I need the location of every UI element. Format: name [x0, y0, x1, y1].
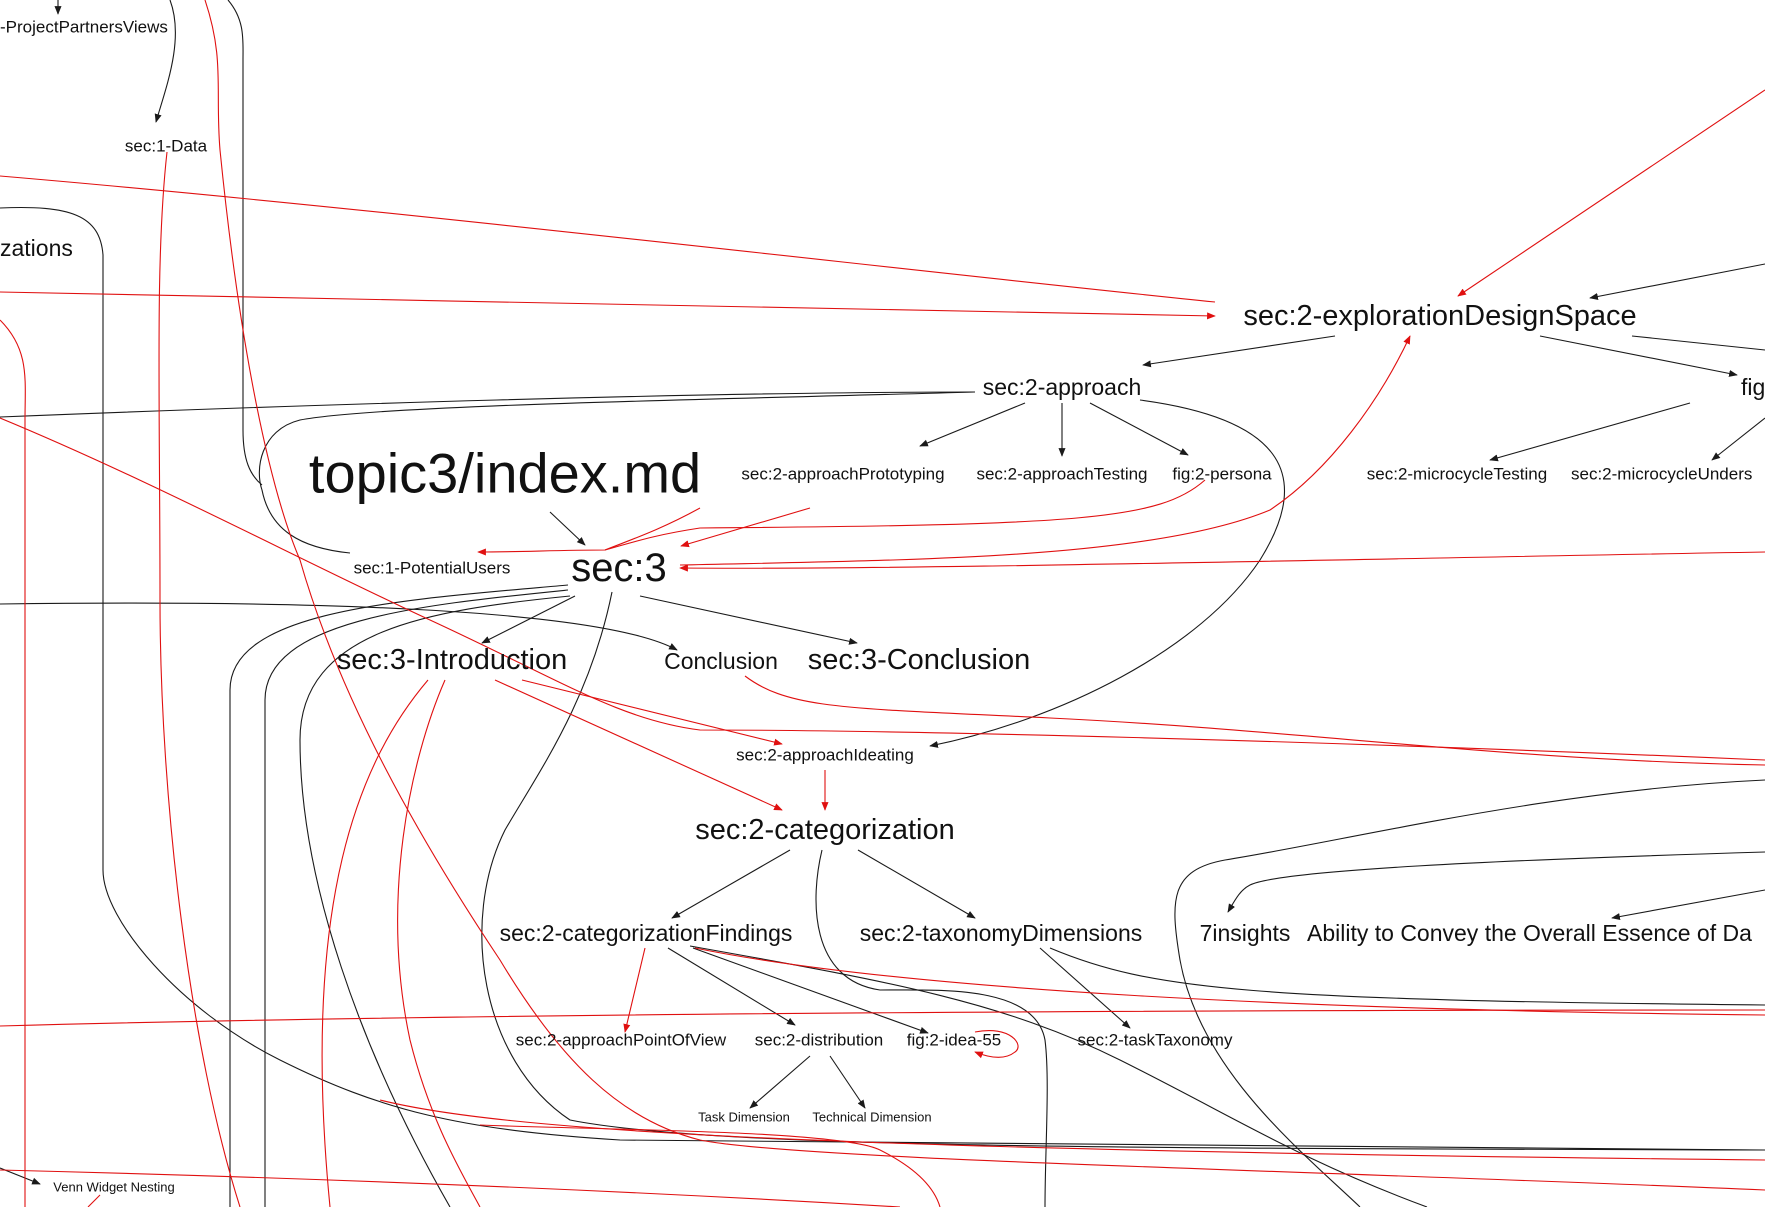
edge	[264, 589, 569, 1207]
node-labels: -ProjectPartnersViews sec:1-Data zations…	[0, 18, 1765, 1195]
node-essence[interactable]: Ability to Convey the Overall Essence of…	[1307, 920, 1752, 946]
node-conclusion[interactable]: Conclusion	[664, 648, 778, 674]
edge	[1457, 89, 1765, 297]
node-sec2-exploration-design-space[interactable]: sec:2-explorationDesignSpace	[1243, 300, 1636, 332]
node-sec3-introduction[interactable]: sec:3-Introduction	[337, 644, 568, 676]
edge	[857, 849, 976, 919]
edge	[549, 511, 586, 546]
node-fig2-idea-55[interactable]: fig:2-idea-55	[907, 1031, 1002, 1050]
edge	[1049, 947, 1765, 1006]
edge	[1711, 417, 1765, 461]
edge	[679, 335, 1411, 566]
edge	[1539, 335, 1738, 377]
node-zations[interactable]: zations	[0, 235, 73, 261]
edge	[671, 849, 791, 919]
edge	[744, 675, 1765, 766]
edge	[477, 507, 701, 556]
edge	[227, 0, 263, 486]
node-sec2-taxonomy-dimensions[interactable]: sec:2-taxonomyDimensions	[860, 920, 1143, 946]
node-venn-widget-nesting[interactable]: Venn Widget Nesting	[53, 1180, 174, 1195]
node-sec2-microcycle-testing[interactable]: sec:2-microcycleTesting	[1367, 465, 1547, 484]
edge	[1089, 402, 1189, 456]
node-fig2-persona[interactable]: fig:2-persona	[1172, 465, 1272, 484]
edge	[321, 679, 429, 1207]
node-sec2-microcycle-unders[interactable]: sec:2-microcycleUnders	[1571, 465, 1752, 484]
node-sec2-approach-point-of-view[interactable]: sec:2-approachPointOfView	[516, 1031, 727, 1050]
edge	[1589, 263, 1765, 300]
edge	[0, 1009, 1765, 1027]
node-sec2-approach[interactable]: sec:2-approach	[983, 374, 1142, 400]
edge	[929, 399, 1285, 748]
edge	[0, 417, 1765, 761]
node-sec2-task-taxonomy[interactable]: sec:2-taskTaxonomy	[1078, 1031, 1233, 1050]
node-sec2-approach-prototyping[interactable]: sec:2-approachPrototyping	[741, 465, 944, 484]
edge	[680, 507, 811, 548]
edge	[158, 151, 241, 1207]
node-sec2-approach-testing[interactable]: sec:2-approachTesting	[976, 465, 1147, 484]
edge	[1039, 947, 1131, 1029]
edge	[479, 1124, 941, 1207]
edge	[692, 947, 929, 1034]
edge	[604, 479, 1206, 551]
edge	[154, 0, 176, 123]
node-sec2-approach-ideating[interactable]: sec:2-approachIdeating	[736, 746, 914, 765]
edge	[974, 1030, 1019, 1059]
edge	[0, 319, 26, 1207]
node-sec3-conclusion[interactable]: sec:3-Conclusion	[808, 644, 1030, 676]
node-sec1-potential-users[interactable]: sec:1-PotentialUsers	[354, 559, 511, 578]
edge	[0, 175, 1216, 303]
node-sec2-categorization-findings[interactable]: sec:2-categorizationFindings	[500, 920, 793, 946]
node-sec2-categorization[interactable]: sec:2-categorization	[695, 814, 955, 846]
edge	[694, 947, 1765, 1016]
edge	[679, 551, 1765, 572]
edge	[0, 206, 1765, 1151]
node-sec2-distribution[interactable]: sec:2-distribution	[755, 1031, 884, 1050]
edge	[0, 1169, 901, 1207]
edge	[494, 679, 783, 811]
node-technical-dimension[interactable]: Technical Dimension	[812, 1110, 931, 1125]
node-task-dimension[interactable]: Task Dimension	[698, 1110, 790, 1125]
edge	[204, 0, 1765, 1191]
edge	[639, 595, 858, 645]
node-sec1-data[interactable]: sec:1-Data	[125, 137, 208, 156]
edge	[0, 602, 678, 651]
node-7insights[interactable]: 7insights	[1200, 920, 1291, 946]
edge	[521, 679, 783, 746]
edge	[667, 947, 796, 1026]
edge	[481, 591, 1765, 1151]
edge	[0, 391, 976, 418]
edge	[87, 1194, 101, 1207]
edge	[229, 584, 569, 1207]
node-sec3[interactable]: sec:3	[571, 546, 667, 590]
edge	[623, 947, 646, 1033]
edge	[689, 945, 1428, 1207]
edge	[1227, 851, 1765, 913]
node-project-partners-views[interactable]: -ProjectPartnersViews	[0, 18, 168, 37]
node-topic3-index[interactable]: topic3/index.md	[309, 442, 701, 505]
edge	[1489, 402, 1691, 462]
edge	[829, 1055, 866, 1109]
edge	[0, 291, 1216, 320]
node-fig[interactable]: fig	[1741, 374, 1765, 400]
edge	[919, 402, 1026, 447]
edge	[397, 679, 481, 1207]
edge	[299, 595, 571, 1207]
edge	[481, 595, 576, 644]
edge	[1631, 335, 1765, 351]
edge	[258, 391, 976, 554]
edge	[1611, 889, 1765, 921]
edge	[749, 1055, 811, 1109]
edge	[1142, 335, 1336, 368]
edge	[379, 1099, 1765, 1161]
edge	[1174, 779, 1765, 1207]
edge	[815, 849, 1048, 1207]
